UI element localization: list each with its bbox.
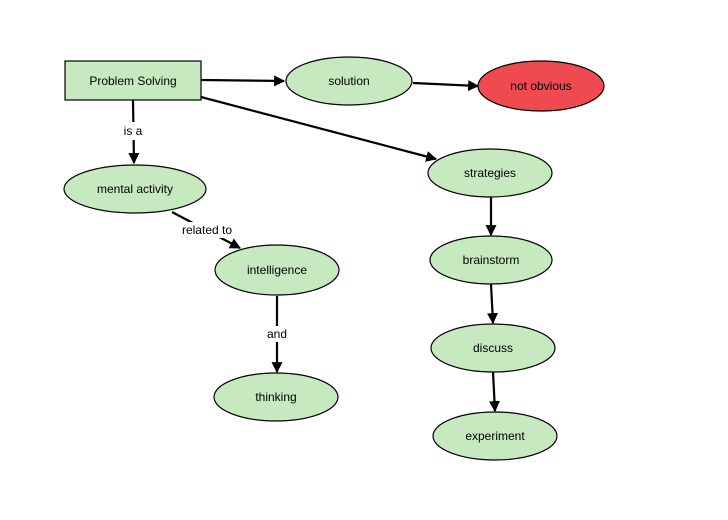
edge-label-related-to: related to	[176, 222, 238, 238]
edge-label-is-a: is a	[118, 122, 148, 140]
edge-solution-to-not-obvious	[412, 80, 480, 92]
svg-text:related to: related to	[182, 223, 232, 237]
svg-text:mental activity: mental activity	[97, 182, 173, 196]
node-intelligence: intelligence	[214, 244, 340, 296]
svg-text:intelligence: intelligence	[247, 263, 307, 277]
edge-problem-solving-to-solution	[200, 75, 286, 87]
svg-text:and: and	[267, 327, 287, 341]
edge-problem-solving-to-strategies	[200, 95, 438, 162]
node-mental-activity: mental activity	[63, 164, 207, 214]
svg-text:not obvious: not obvious	[510, 79, 571, 93]
edge-discuss-to-experiment	[489, 371, 500, 413]
svg-text:Problem Solving: Problem Solving	[89, 74, 176, 88]
node-strategies: strategies	[427, 148, 553, 198]
svg-text:experiment: experiment	[465, 429, 525, 443]
node-brainstorm: brainstorm	[429, 235, 553, 285]
node-experiment: experiment	[432, 411, 558, 461]
edge-brainstorm-to-discuss	[487, 283, 498, 325]
edge-label-and: and	[262, 326, 292, 342]
node-not-obvious: not obvious	[477, 60, 605, 112]
svg-text:discuss: discuss	[473, 341, 513, 355]
node-thinking: thinking	[213, 372, 339, 422]
svg-text:solution: solution	[328, 74, 369, 88]
node-solution: solution	[285, 56, 413, 106]
node-problem-solving: Problem Solving	[64, 60, 202, 101]
svg-text:thinking: thinking	[255, 390, 296, 404]
svg-text:strategies: strategies	[464, 166, 516, 180]
node-discuss: discuss	[430, 323, 556, 373]
svg-text:brainstorm: brainstorm	[463, 253, 520, 267]
svg-text:is a: is a	[124, 124, 143, 138]
